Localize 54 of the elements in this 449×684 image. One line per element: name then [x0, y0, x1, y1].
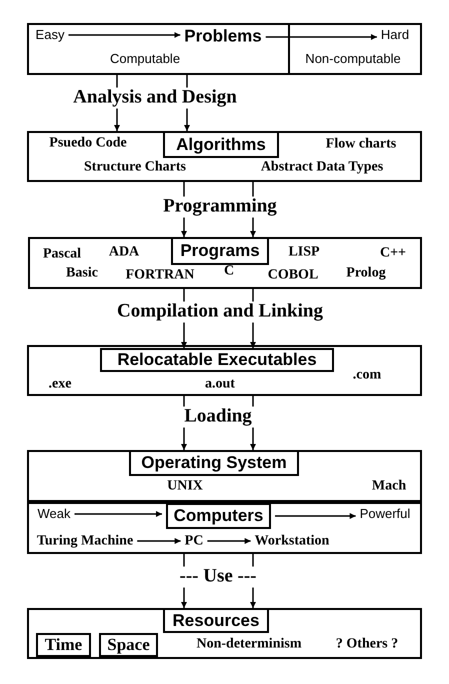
- text-label: Pascal: [42, 246, 82, 262]
- text-label: Structure Charts: [84, 159, 186, 175]
- text-label: Non-determinism: [196, 636, 302, 652]
- edge-label: Programming: [160, 196, 280, 218]
- text-label: Basic: [66, 265, 98, 281]
- heading-box: Time: [36, 633, 91, 657]
- text-label: ADA: [108, 244, 140, 260]
- text-label: Powerful: [360, 506, 410, 522]
- text-label: .exe: [48, 376, 72, 392]
- text-label: Hard: [380, 28, 410, 42]
- arrow: [207, 538, 251, 544]
- text-label: Weak: [38, 506, 70, 522]
- edge-label: Loading: [181, 406, 255, 428]
- band-box: [27, 131, 422, 182]
- text-label: PC: [184, 533, 204, 549]
- arrow: [137, 538, 181, 544]
- heading-box: Algorithms: [163, 131, 279, 158]
- band-box: [27, 23, 422, 75]
- text-label: UNIX: [167, 478, 203, 494]
- band-box: [27, 502, 422, 554]
- heading-box: Space: [99, 633, 158, 657]
- text-label: ? Others ?: [336, 636, 398, 652]
- text-label: COBOL: [268, 267, 318, 283]
- text-label: Turing Machine: [36, 533, 134, 549]
- text-label: a.out: [205, 376, 235, 392]
- band-box: [27, 450, 422, 502]
- arrow: [68, 32, 180, 38]
- text-label: Flow charts: [326, 136, 396, 152]
- heading-box: Resources: [163, 608, 269, 633]
- text-label: Non-computable: [305, 52, 401, 66]
- text-label: Mach: [372, 478, 406, 494]
- band-box: [27, 608, 422, 659]
- text-label: Psuedo Code: [49, 135, 127, 151]
- text-label: C++: [380, 245, 406, 261]
- text-label: Prolog: [346, 265, 386, 281]
- text-label: Computable: [110, 52, 180, 66]
- heading-box: Operating System: [129, 450, 299, 476]
- arrow: [74, 511, 162, 517]
- text-label: Workstation: [254, 533, 330, 549]
- band-box: [27, 345, 422, 396]
- text-label: LISP: [288, 244, 320, 260]
- text-label: .com: [352, 367, 382, 383]
- band-box: [28, 237, 422, 289]
- heading-box: Relocatable Executables: [100, 348, 334, 372]
- text-label: FORTRAN: [126, 267, 194, 283]
- heading-box: Programs: [171, 237, 269, 265]
- arrow: [266, 34, 377, 40]
- text-label: Problems: [184, 28, 262, 46]
- edge-label: Analysis and Design: [70, 88, 240, 108]
- text-label: C: [224, 263, 234, 279]
- heading-box: Computers: [166, 503, 271, 529]
- text-label: Abstract Data Types: [260, 159, 384, 175]
- arrow: [275, 513, 356, 519]
- text-label: Easy: [36, 28, 64, 42]
